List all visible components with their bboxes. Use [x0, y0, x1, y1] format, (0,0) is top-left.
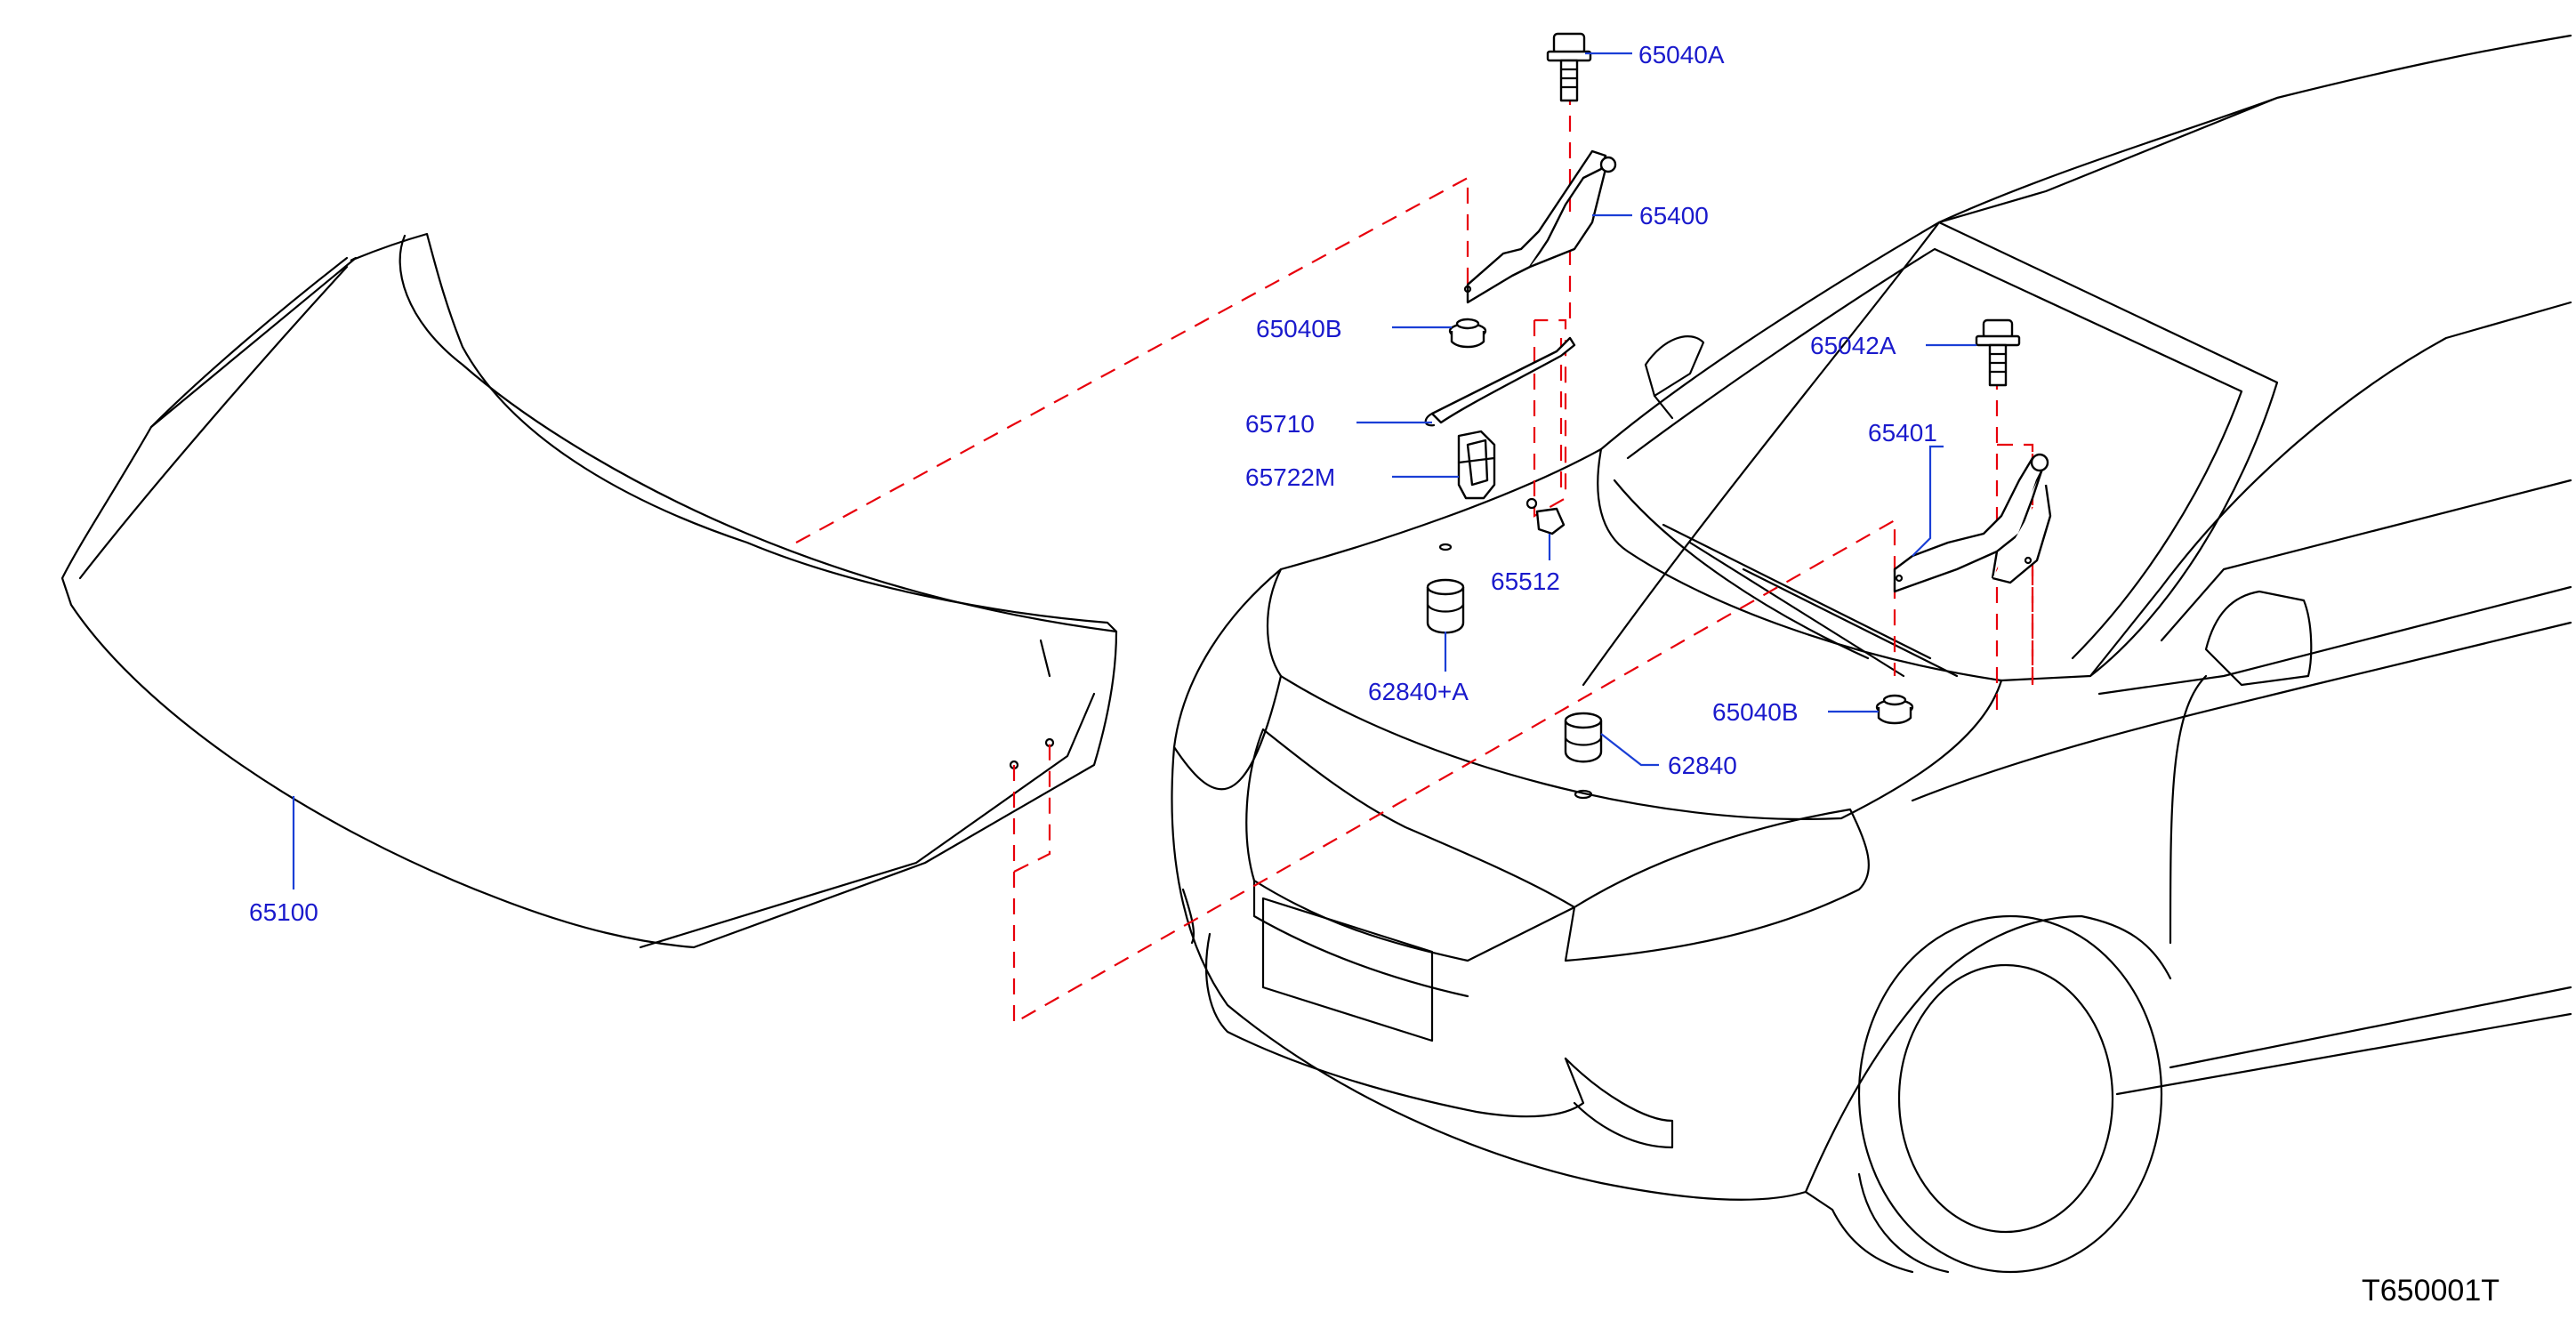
callout-65040A: 65040A [1638, 41, 1725, 68]
car-body-outline [1171, 34, 2572, 1274]
callout-62840: 62840 [1668, 752, 1737, 779]
rod-65710 [1424, 336, 1576, 427]
callout-62840A: 62840+A [1368, 678, 1469, 705]
callout-65710: 65710 [1245, 410, 1315, 438]
bumper-62840 [1564, 712, 1603, 800]
nut-65040B-top [1448, 318, 1487, 349]
alignment-dashes [795, 89, 2034, 1025]
bolt-65042A [1975, 318, 2021, 387]
callout-65040B-top: 65040B [1256, 315, 1342, 342]
bolt-65040A [1546, 32, 1592, 102]
hood-panel [60, 232, 1118, 949]
grommet-65512 [1525, 497, 1566, 535]
callout-65400: 65400 [1639, 202, 1709, 229]
clip-65722M [1457, 430, 1496, 500]
callout-65401: 65401 [1868, 419, 1937, 447]
callout-65040B-bottom: 65040B [1712, 698, 1799, 726]
drawing-code: T650001T [2362, 1274, 2500, 1308]
callout-65100: 65100 [249, 898, 318, 926]
callout-65722M: 65722M [1245, 463, 1335, 491]
callout-65512: 65512 [1491, 567, 1560, 595]
hood-mount-holes [1009, 737, 1055, 770]
nut-65040B-bottom [1875, 694, 1914, 725]
callout-65042A: 65042A [1810, 332, 1896, 359]
leader-lines [292, 52, 1976, 889]
bumper-62840A [1426, 543, 1465, 634]
hinge-65400 [1463, 149, 1617, 304]
hinge-65401 [1893, 453, 2052, 593]
